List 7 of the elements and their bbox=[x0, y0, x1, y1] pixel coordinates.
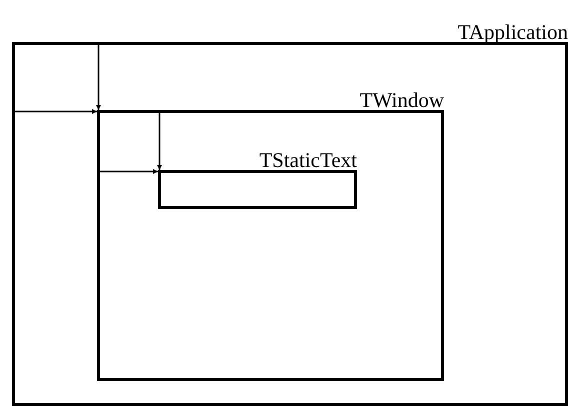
frame-label: TWindow bbox=[360, 90, 444, 111]
arrow bbox=[15, 109, 97, 114]
arrow bbox=[100, 169, 158, 174]
arrow bbox=[157, 113, 162, 170]
arrow bbox=[96, 45, 101, 110]
frame-label: TApplication bbox=[458, 22, 568, 43]
frame-label: TStaticText bbox=[259, 150, 357, 171]
